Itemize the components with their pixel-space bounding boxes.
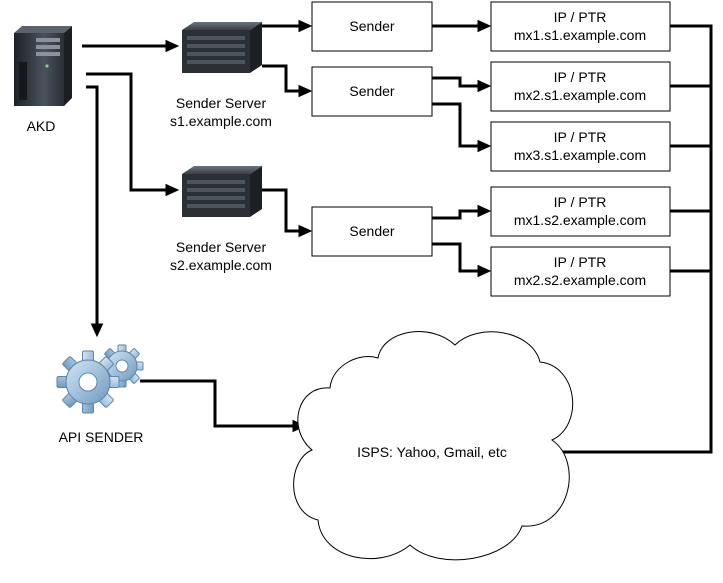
edges bbox=[82, 19, 713, 459]
ptr-hostname: mx2.s1.example.com bbox=[514, 87, 646, 103]
ip-label: IP / PTR bbox=[554, 9, 607, 25]
server1-label-line2: s1.example.com bbox=[170, 113, 272, 129]
edge-server2-sender3 bbox=[262, 188, 301, 233]
edge-akd-api bbox=[86, 85, 99, 325]
ptr-hostname: mx1.s1.example.com bbox=[514, 27, 646, 43]
rack-server-icon bbox=[182, 166, 262, 217]
arrowhead bbox=[298, 19, 313, 33]
edge-sender2-ip2 bbox=[432, 76, 480, 88]
arrowhead bbox=[298, 224, 313, 238]
ip-label: IP / PTR bbox=[554, 254, 607, 270]
arrowhead bbox=[477, 204, 492, 218]
ptr-hostname: mx2.s2.example.com bbox=[514, 272, 646, 288]
arrowhead bbox=[298, 84, 313, 98]
ip-box: IP / PTR mx1.s1.example.com bbox=[490, 1, 671, 52]
edge-akd-server2 bbox=[86, 72, 168, 192]
arrowhead bbox=[477, 264, 492, 278]
edge-api-isps bbox=[140, 379, 294, 428]
sender-label: Sender bbox=[349, 83, 394, 99]
sender-box: Sender bbox=[311, 1, 433, 52]
ip-box: IP / PTR mx2.s2.example.com bbox=[490, 246, 671, 297]
edge-server1-sender2 bbox=[262, 64, 301, 93]
sender-label: Sender bbox=[349, 223, 394, 239]
akd-node: AKD bbox=[14, 26, 72, 134]
edge-sender3-ip4 bbox=[432, 209, 480, 220]
arrowhead bbox=[90, 323, 104, 338]
gears-icon bbox=[56, 344, 144, 414]
arrowhead bbox=[477, 19, 492, 33]
ip-label: IP / PTR bbox=[554, 69, 607, 85]
sender-box: Sender bbox=[311, 66, 433, 117]
server1-label-line1: Sender Server bbox=[176, 95, 267, 111]
ip-label: IP / PTR bbox=[554, 129, 607, 145]
ip-label: IP / PTR bbox=[554, 194, 607, 210]
akd-label: AKD bbox=[27, 118, 56, 134]
server2-node: Sender Server s2.example.com bbox=[170, 166, 272, 273]
ip-box: IP / PTR mx2.s1.example.com bbox=[490, 61, 671, 112]
ptr-hostname: mx3.s1.example.com bbox=[514, 147, 646, 163]
edge-sender3-ip5 bbox=[432, 242, 480, 273]
edge-sender2-ip3 bbox=[432, 102, 480, 148]
rack-server-icon bbox=[182, 22, 262, 73]
server1-node: Sender Server s1.example.com bbox=[170, 22, 272, 129]
ip-box: IP / PTR mx3.s1.example.com bbox=[490, 121, 671, 172]
server2-label-line1: Sender Server bbox=[176, 239, 267, 255]
cloud-shape bbox=[293, 331, 574, 561]
isps-node: ISPS: Yahoo, Gmail, etc bbox=[293, 331, 574, 561]
api-node: API SENDER bbox=[56, 344, 144, 445]
sender-box: Sender bbox=[311, 206, 433, 257]
ip-box: IP / PTR mx1.s2.example.com bbox=[490, 186, 671, 237]
arrowhead bbox=[165, 39, 180, 53]
arrowhead bbox=[165, 183, 180, 197]
api-label: API SENDER bbox=[59, 429, 144, 445]
isps-label: ISPS: Yahoo, Gmail, etc bbox=[357, 444, 507, 460]
ptr-hostname: mx1.s2.example.com bbox=[514, 212, 646, 228]
edge-ip-bus bbox=[552, 24, 713, 454]
sender-label: Sender bbox=[349, 18, 394, 34]
arrowhead bbox=[477, 79, 492, 93]
tower-server-icon bbox=[14, 26, 72, 106]
arrowhead bbox=[477, 139, 492, 153]
server2-label-line2: s2.example.com bbox=[170, 257, 272, 273]
